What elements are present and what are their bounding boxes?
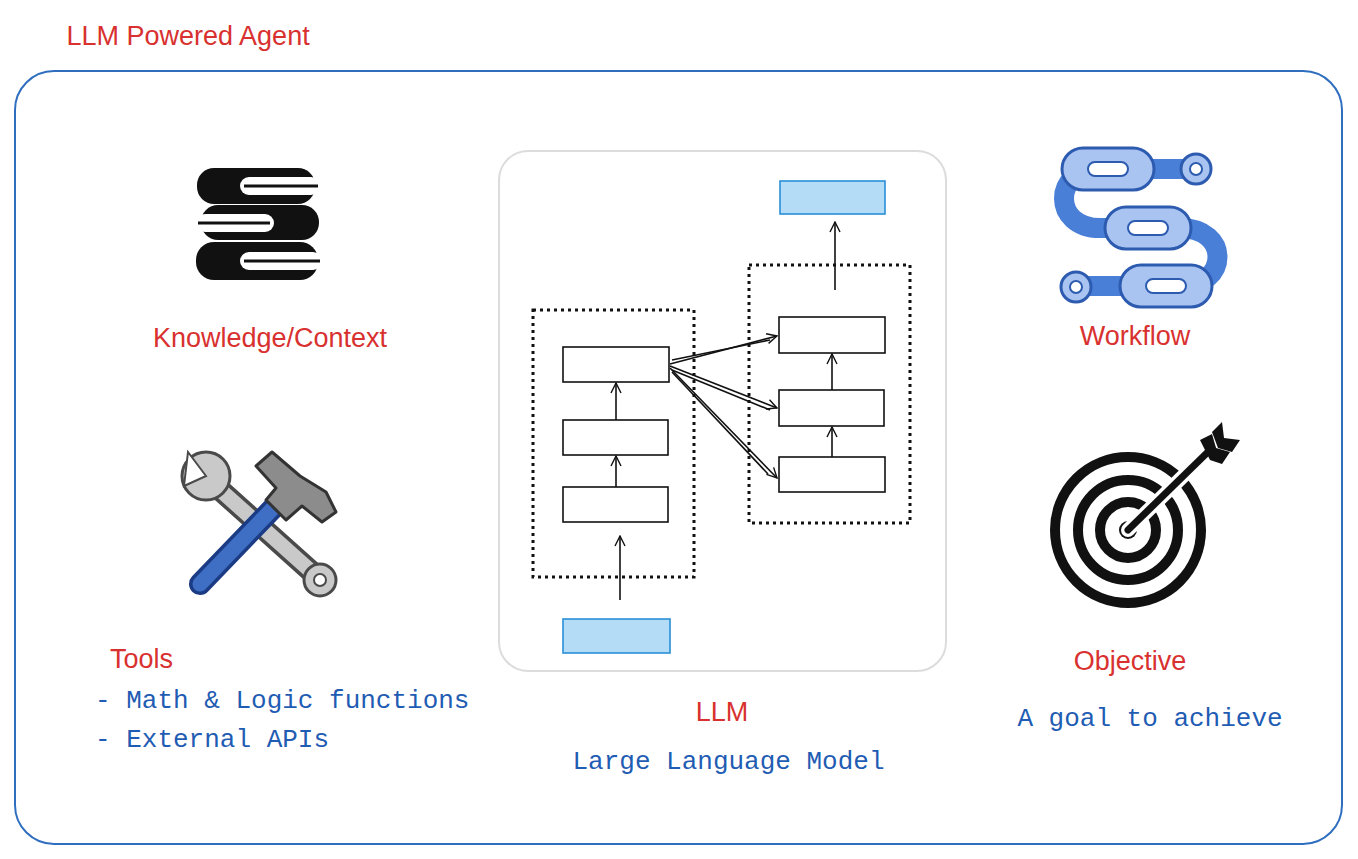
books-icon [197,168,315,204]
tools-icon [314,574,326,586]
tools-icon [304,564,336,596]
icon-caption: Objective [1030,645,1230,677]
chain-icon [1146,279,1186,293]
target-icon [1128,448,1212,530]
books-icon [240,177,320,195]
target-icon [1055,422,1240,603]
tools-icon [184,452,206,486]
panel-subtitle: Large Language Model [504,746,954,778]
objective-note: A goal to achieve [990,703,1310,735]
tools-icon [182,452,336,596]
chain-icon [1190,163,1202,175]
chain-icon [1061,148,1218,307]
icon-caption: Knowledge/Context [100,322,440,354]
chain-icon [1120,265,1212,307]
chain-icon [1070,281,1082,293]
tools-icon [218,488,314,574]
books-icon [196,168,322,280]
books-icon [244,185,318,188]
books-icon [244,260,320,263]
chain-icon [1061,272,1091,302]
frame-heading: LLM Powered Agent [67,20,487,52]
target-icon [1212,422,1240,452]
chain-icon [1128,221,1168,235]
llm-panel: LLMLarge Language Model [498,150,947,672]
tools-icon [200,503,278,584]
panel-heading: LLM [498,696,947,728]
tools-icon [256,452,336,522]
target-icon [1119,521,1137,539]
target-icon [1078,480,1178,580]
icon-caption: Workflow [1035,320,1235,352]
chain-icon [1062,148,1154,190]
target-icon [1100,502,1156,558]
tool-item: - Math & Logic functions [95,685,535,717]
tools-icon [218,488,314,574]
target-icon [1200,434,1230,464]
icon-caption: Tools [110,643,310,675]
books-icon [198,222,270,225]
tools-icon [200,503,278,584]
tools-icon [182,452,230,500]
books-icon [196,214,274,232]
target-icon [1128,448,1212,530]
target-icon [1055,457,1201,603]
chain-icon [1088,162,1128,176]
books-icon [196,242,318,280]
books-icon [201,205,319,240]
tool-item: - External APIs [95,724,535,756]
chain-icon [1105,207,1191,249]
books-icon [240,252,322,270]
chain-icon [1064,169,1218,286]
chain-icon [1181,154,1211,184]
